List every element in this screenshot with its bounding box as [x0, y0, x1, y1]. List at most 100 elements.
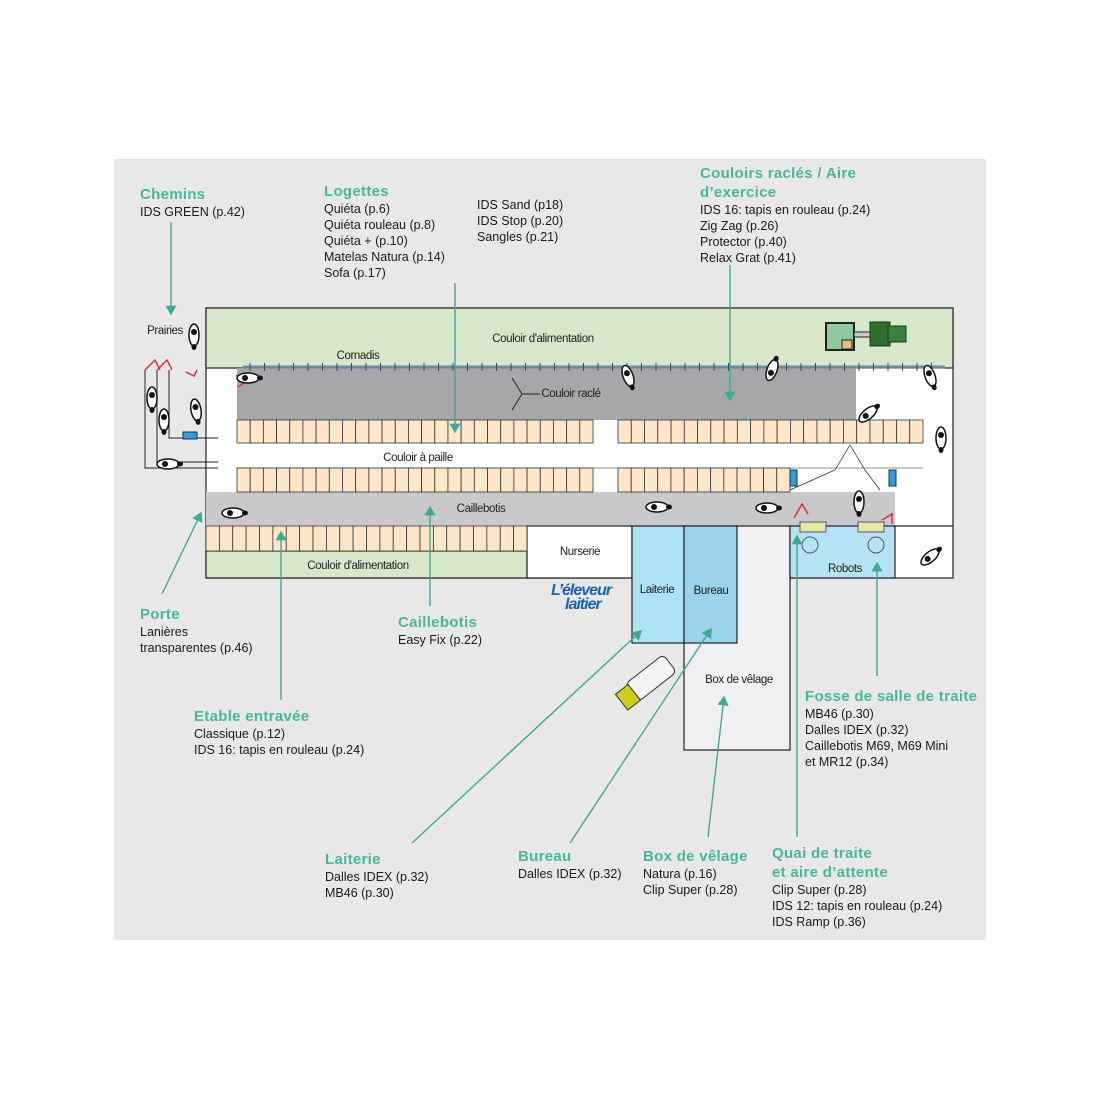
stall — [736, 419, 752, 444]
scraper-symbol — [511, 377, 540, 411]
stall — [630, 467, 645, 493]
stall — [829, 419, 844, 444]
stall — [723, 419, 738, 444]
stall — [526, 419, 541, 444]
stall — [205, 525, 220, 552]
cow-icon — [853, 490, 865, 517]
stall — [553, 467, 568, 493]
label-slatted-floor: Caillebotis — [456, 503, 506, 515]
stall — [710, 419, 725, 444]
feed-mixer-icon — [614, 656, 676, 711]
stall — [763, 467, 778, 493]
cow-icon — [146, 386, 158, 413]
stall — [421, 467, 436, 493]
stall — [394, 419, 409, 444]
stall — [500, 419, 515, 444]
stall — [421, 419, 436, 444]
stall — [670, 419, 685, 444]
stall — [249, 419, 264, 444]
stall — [249, 467, 264, 493]
stall — [513, 419, 528, 444]
stall — [670, 467, 685, 493]
stall — [276, 419, 291, 444]
stall — [909, 419, 924, 444]
dairy-room — [631, 525, 685, 644]
milking-robot-icons — [799, 521, 885, 554]
stall — [408, 467, 422, 493]
arrow-porte — [161, 511, 203, 595]
stall — [566, 467, 581, 493]
stall — [473, 419, 488, 444]
stall — [513, 525, 528, 552]
stall — [381, 467, 396, 493]
stall — [539, 419, 554, 444]
stall — [446, 525, 461, 552]
tractor-icon — [825, 321, 907, 351]
stall — [696, 467, 712, 493]
stall — [447, 467, 462, 493]
stall — [803, 419, 818, 444]
stall — [394, 467, 409, 493]
stall — [352, 525, 367, 552]
cow-icon — [156, 458, 183, 470]
stall — [262, 467, 277, 493]
label-scraped-alley: Couloir raclé — [541, 388, 601, 400]
callout-logettes-extra: IDS Sand (p18)IDS Stop (p.20)Sangles (p.… — [477, 198, 564, 244]
stall — [460, 467, 475, 493]
slatted-floor — [206, 492, 895, 526]
stall — [763, 419, 778, 444]
label-calving: Box de vêlage — [705, 674, 773, 686]
stall — [381, 419, 396, 444]
stall — [723, 467, 738, 493]
nursery-room — [526, 525, 633, 579]
stall — [406, 525, 421, 552]
stall — [328, 467, 343, 493]
stall — [539, 467, 554, 493]
stall — [315, 467, 330, 493]
stall — [499, 525, 515, 552]
stall — [236, 419, 251, 444]
stall — [657, 467, 672, 493]
stall — [285, 525, 301, 552]
stall — [328, 419, 343, 444]
stall — [617, 467, 632, 493]
stall — [579, 467, 594, 493]
stall — [750, 419, 765, 444]
callout-logettes: Logettes Quiéta (p.6)Quiéta rouleau (p.8… — [324, 183, 445, 280]
stall — [245, 525, 260, 552]
stall — [368, 419, 383, 444]
stall — [392, 525, 408, 552]
cow-icon — [621, 364, 635, 391]
stall — [644, 419, 659, 444]
cow-icon — [645, 501, 672, 513]
stall — [566, 419, 581, 444]
label-office: Bureau — [693, 585, 729, 597]
gate-icon — [182, 431, 198, 440]
stall — [302, 467, 317, 493]
stall — [434, 467, 449, 493]
stall — [272, 525, 287, 552]
stall — [432, 525, 448, 552]
cow-icon — [221, 507, 248, 519]
cow-icon — [236, 372, 263, 384]
stall — [710, 467, 725, 493]
stall — [896, 419, 911, 444]
stall — [683, 419, 698, 444]
stall — [434, 419, 449, 444]
stall — [776, 419, 791, 444]
stall — [579, 419, 594, 444]
stall — [789, 419, 805, 444]
stall — [487, 419, 502, 444]
stall — [843, 419, 858, 444]
cow-icon — [858, 403, 880, 423]
stall — [776, 467, 791, 493]
callout-arrows — [161, 222, 883, 844]
label-cornadis: Cornadis — [336, 350, 380, 362]
stall — [259, 525, 274, 552]
